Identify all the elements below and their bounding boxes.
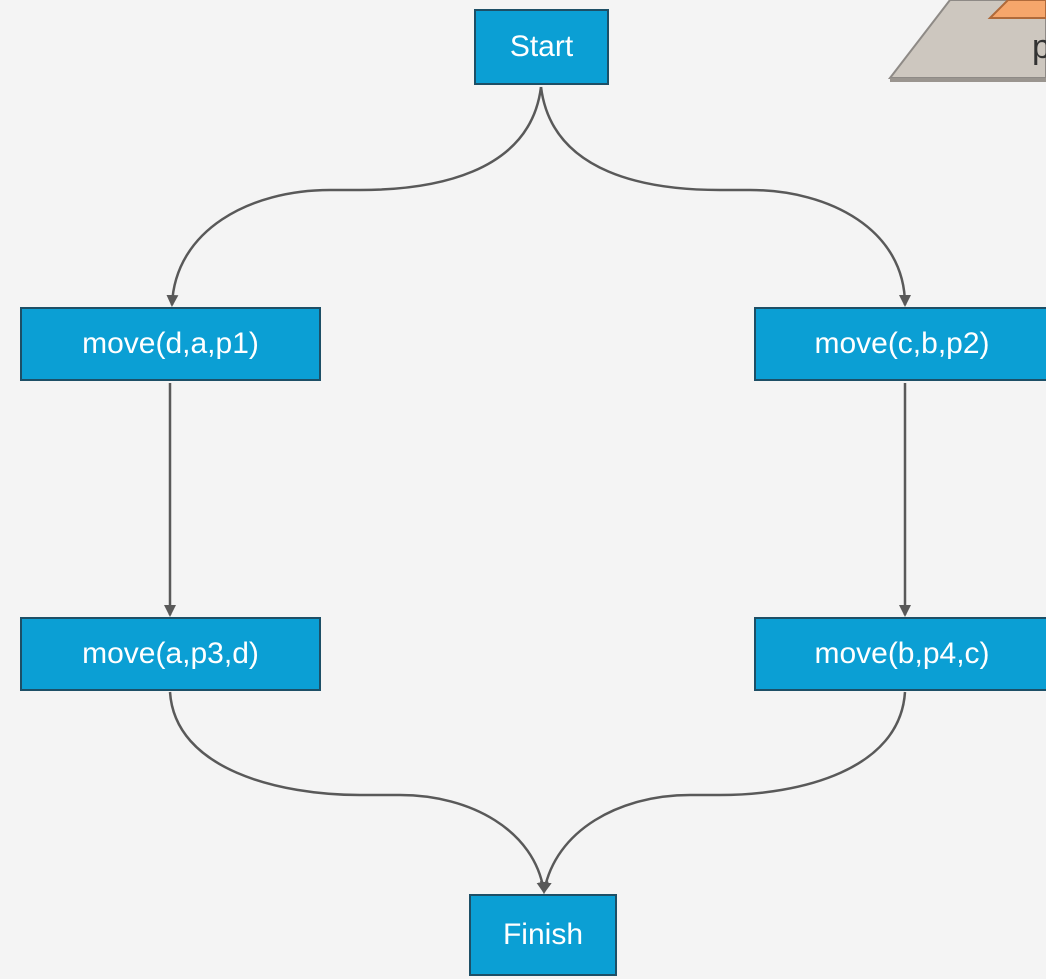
edge-start-to-move-c-b-p2: [539, 86, 911, 307]
platform-shadow-edge: [890, 78, 1046, 82]
corner-platform-graphic: [887, 0, 1046, 82]
corner-label: p: [1032, 28, 1046, 66]
finish-node: Finish: [469, 894, 617, 976]
action-node-move-b-p4-c: move(b,p4,c): [754, 617, 1046, 691]
action-node-move-d-a-p1: move(d,a,p1): [20, 307, 321, 381]
action-node-move-a-p3-d: move(a,p3,d): [20, 617, 321, 691]
edge-start-to-move-d-a-p1: [166, 86, 543, 307]
start-node: Start: [474, 9, 609, 85]
edge-move-b-p4-c-to-finish: [539, 691, 907, 894]
edges: [164, 86, 911, 894]
edge-move-a-p3-d-to-finish: [168, 691, 549, 894]
orange-block: [987, 0, 1046, 19]
action-node-move-c-b-p2: move(c,b,p2): [754, 307, 1046, 381]
